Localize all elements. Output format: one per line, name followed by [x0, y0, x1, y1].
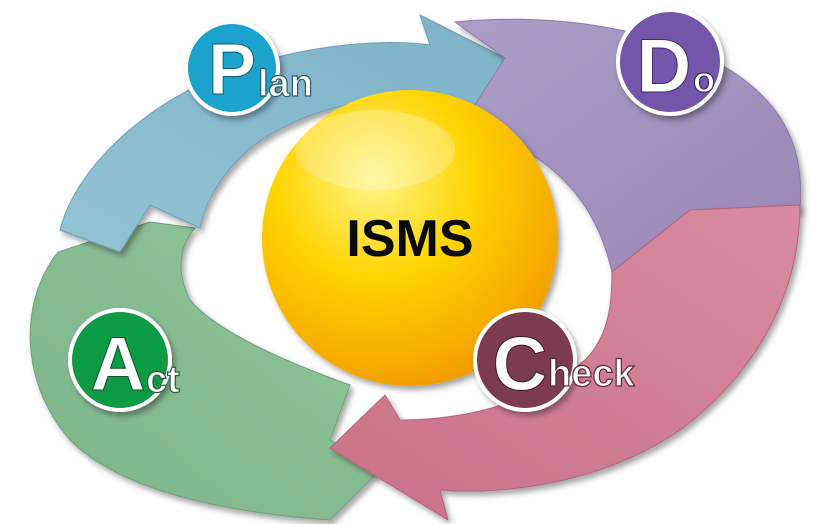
plan-badge-circle: [184, 20, 280, 116]
isms-label: ISMS: [346, 210, 473, 268]
act-badge-circle: [68, 308, 172, 412]
check-arrow: [329, 204, 801, 522]
plan-badge: P lan: [184, 20, 314, 116]
check-badge: C heck: [473, 308, 636, 412]
check-rest: heck: [548, 353, 635, 395]
do-initial: D: [637, 24, 692, 109]
act-arrow: [29, 221, 381, 521]
plan-rest: lan: [258, 63, 313, 105]
do-rest: o: [693, 59, 715, 100]
do-badge: D o: [616, 8, 724, 116]
isms-sphere: ISMS: [262, 90, 558, 386]
do-badge-circle: [616, 8, 724, 116]
plan-initial: P: [208, 30, 256, 110]
check-badge-circle: [473, 308, 577, 412]
act-initial: A: [91, 322, 146, 407]
plan-arrow: [59, 14, 506, 253]
act-rest: ct: [146, 359, 180, 401]
check-initial: C: [493, 322, 548, 407]
act-badge: A ct: [68, 308, 181, 412]
